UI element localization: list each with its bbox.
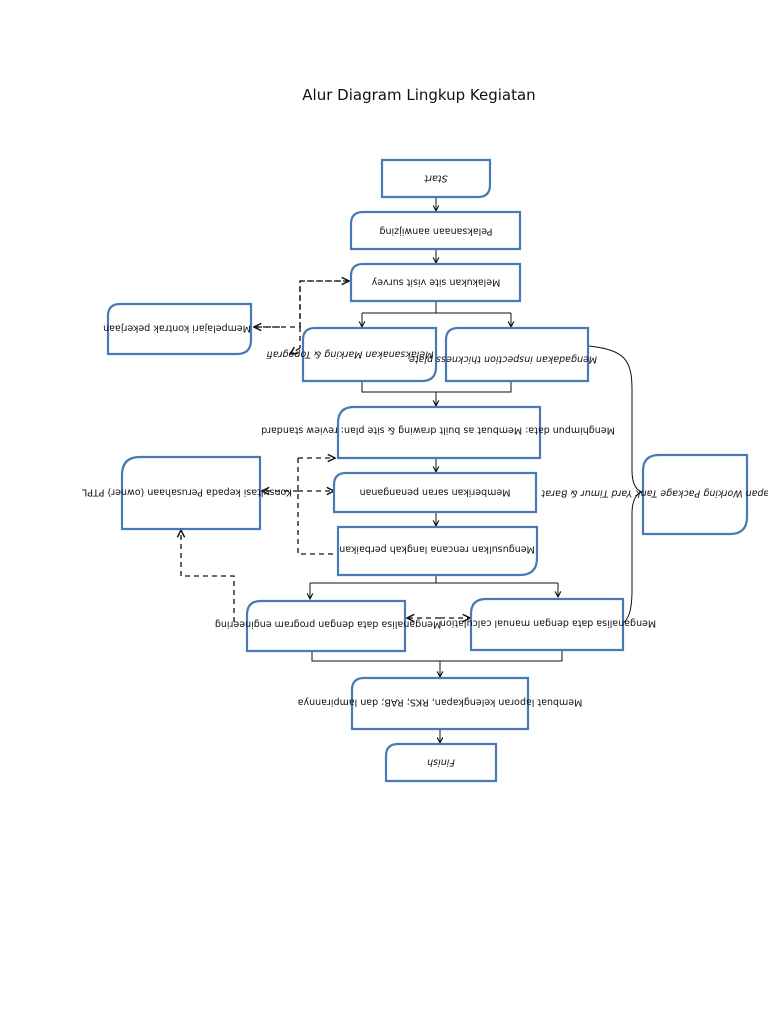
node-tank-yard: Pentahapan Working Package Tank Yard Tim… — [540, 453, 768, 536]
brace-tank-yard — [588, 345, 644, 625]
node-analisa-manual: Menganalisa data dengan manual calculati… — [440, 597, 656, 652]
node-marking: Melaksanakan Marking & Topografi — [266, 326, 438, 383]
node-finish-label: Finish — [427, 757, 455, 768]
connectors — [181, 197, 644, 743]
node-as-built-label: Menghimpun data: Membuat as built drawin… — [261, 425, 615, 436]
node-laporan: Membuat laporan kelengkapan, RKS; RAB; d… — [298, 676, 583, 731]
node-site-survey: Melakukan site visit survey — [349, 262, 522, 303]
node-inspection-label: Mengadakan inspection thickness plate — [409, 354, 597, 365]
node-saran: Memberikan saran penanganan — [332, 471, 538, 514]
node-tank-yard-label: Pentahapan Working Package Tank Yard Tim… — [540, 488, 768, 499]
node-marking-label: Melaksanakan Marking & Topografi — [266, 349, 434, 360]
node-analisa-program: Menganalisa data dengan program engineer… — [215, 599, 441, 653]
dashed-program-konsultasi — [181, 530, 235, 622]
node-rencana-label: Mengusulkan rencana langkah perbaikan — [339, 544, 535, 555]
node-konsultasi: Konsultasi kepada Perusahaan (owner) PTP… — [81, 455, 292, 531]
dashed-arrow-marking — [290, 348, 301, 354]
node-as-built: Menghimpun data: Membuat as built drawin… — [261, 405, 615, 460]
node-laporan-label: Membuat laporan kelengkapan, RKS; RAB; d… — [298, 697, 583, 708]
node-start: Start — [380, 158, 492, 199]
split-survey — [362, 301, 511, 314]
node-kontrak: Mempelajari kontrak pekerjaan — [103, 302, 253, 356]
node-analisa-program-label: Menganalisa data dengan program engineer… — [215, 619, 441, 630]
diagram-title: Alur Diagram Lingkup Kegiatan — [302, 86, 536, 104]
dashed-konsultasi-hub — [297, 458, 334, 555]
node-saran-label: Memberikan saran penanganan — [360, 487, 511, 498]
node-rencana: Mengusulkan rencana langkah perbaikan — [336, 525, 539, 577]
merge-to-laporan — [311, 651, 563, 662]
node-konsultasi-label: Konsultasi kepada Perusahaan (owner) PTP… — [81, 487, 292, 498]
node-aanwijzing: Pelaksanaan aanwijzing — [349, 210, 522, 251]
split-rencana — [310, 575, 558, 584]
node-kontrak-label: Mempelajari kontrak pekerjaan — [103, 323, 251, 334]
node-inspection: Mengadakan inspection thickness plate — [409, 326, 597, 383]
node-site-survey-label: Melakukan site visit survey — [371, 277, 500, 288]
node-aanwijzing-label: Pelaksanaan aanwijzing — [379, 226, 492, 237]
node-finish: Finish — [384, 742, 498, 783]
merge-to-asbuilt — [361, 381, 512, 393]
node-analisa-manual-label: Menganalisa data dengan manual calculati… — [440, 618, 656, 629]
node-start-label: Start — [423, 173, 447, 184]
dashed-survey-kontrak — [254, 280, 348, 328]
